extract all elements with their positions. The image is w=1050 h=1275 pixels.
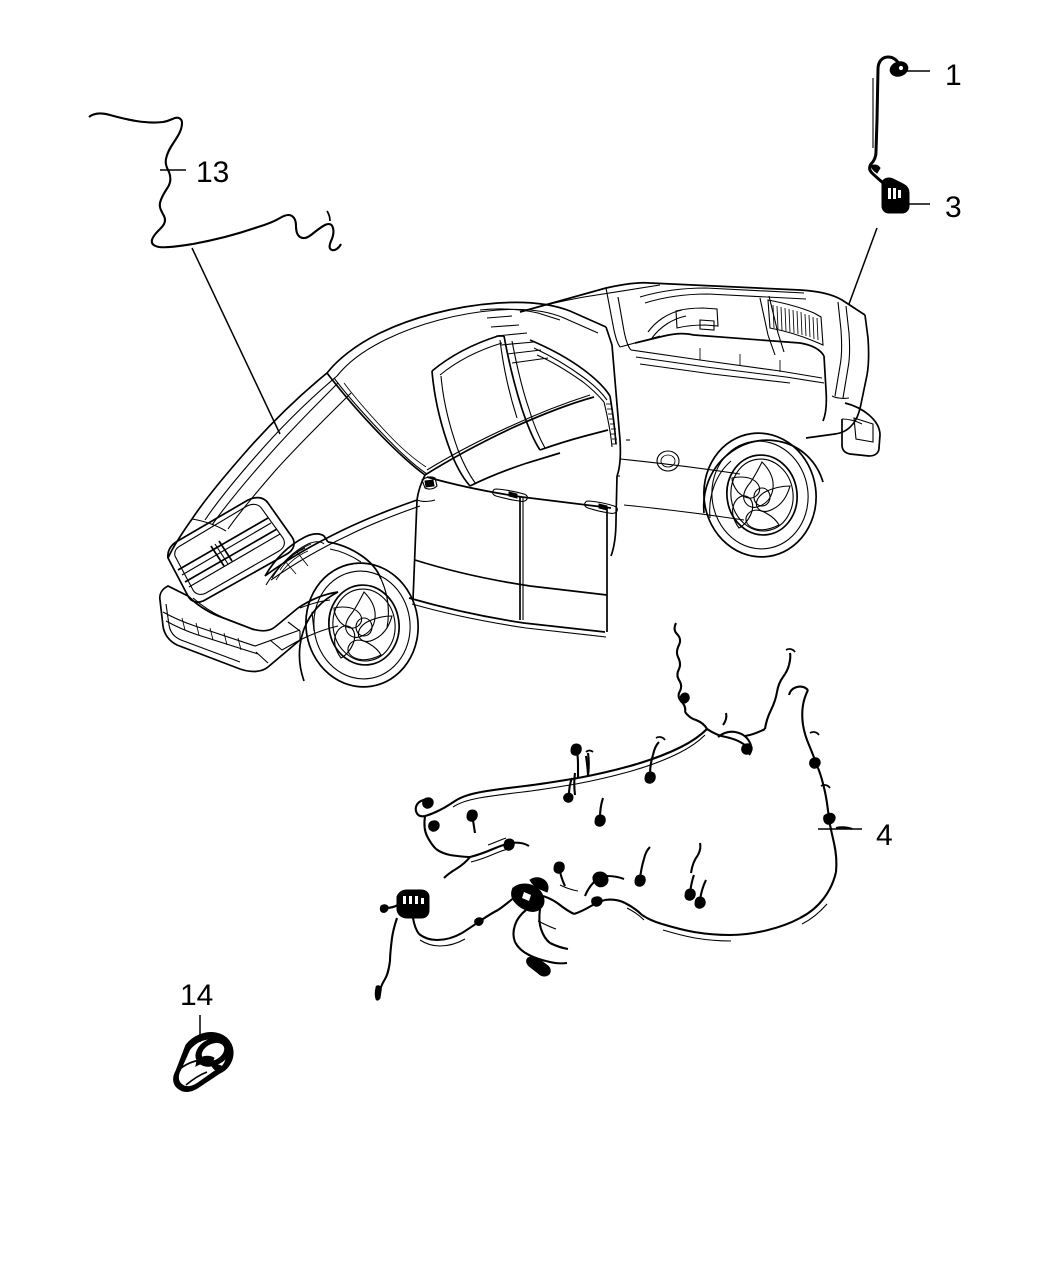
front-wheel-spokes: [333, 591, 393, 661]
bed-rear-slots: [772, 304, 819, 341]
rear-door-handle: [584, 500, 618, 514]
front-wheel: [305, 562, 419, 688]
rear-wheel: [702, 432, 824, 558]
callout-number-4: 4: [876, 819, 893, 852]
callout-number-1: 1: [945, 59, 962, 92]
leader-3-to-bed: [848, 227, 878, 305]
truck-front-end: [158, 372, 421, 682]
part-14-wire-grommet: [173, 1032, 234, 1092]
truck-cab: [326, 301, 680, 638]
bumper-slots: [181, 617, 242, 651]
part-4-body-wiring-harness: [374, 622, 853, 1001]
callout-number-3: 3: [945, 191, 962, 224]
truck-illustration: [158, 281, 881, 688]
callout-number-13: 13: [196, 156, 229, 189]
part-13-roof-antenna-cable: [88, 112, 342, 252]
headlight-detail: [275, 543, 312, 581]
rear-wheel-spokes: [731, 461, 791, 531]
cab-rear-pillar-hatch: [606, 403, 617, 445]
truck-bed: [519, 281, 881, 457]
callout-number-14: 14: [180, 979, 213, 1012]
part-1-3-rear-bed-wire: [868, 55, 910, 214]
leader-13-to-cowl: [191, 247, 281, 435]
front-door-handle: [492, 488, 528, 502]
